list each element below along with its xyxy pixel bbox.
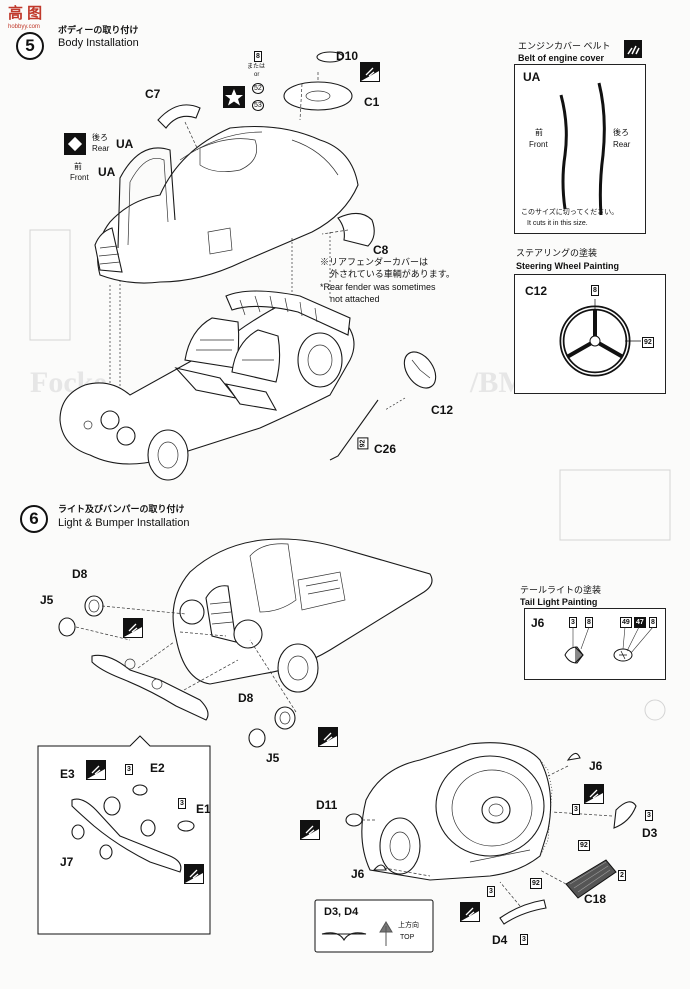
part-label-d11: D11: [316, 798, 338, 812]
watermark-sub: hobbyy.com: [8, 24, 40, 30]
cement-icon-d11: [300, 820, 320, 840]
cement-icon-d3: [584, 784, 604, 804]
belt-cut-jp: このサイズに切ってください。: [521, 209, 619, 216]
glue-diamond-icon: [64, 133, 86, 155]
part-label-j5-right: J5: [266, 751, 280, 765]
cement-icon-light: [318, 727, 338, 747]
rear-fender-note-en-1: *Rear fender was sometimes: [320, 282, 436, 292]
belt-cut-en: It cuts it in this size.: [527, 220, 588, 227]
tail-light-panel: J6 3 8 49 47 8: [524, 608, 666, 680]
part-label-e2: E2: [150, 761, 165, 775]
paint-92-rear: 92: [578, 840, 590, 851]
cement-icon-d4: [460, 902, 480, 922]
rear-label-jp: 後ろ: [92, 133, 108, 142]
part-label-c1: C1: [364, 95, 380, 109]
part-label-d3: D3: [642, 826, 658, 840]
step5-title-jp: ボディーの取り付け: [58, 25, 139, 35]
part-label-j6-top: J6: [589, 759, 603, 773]
direction-up-jp: 上方向: [398, 922, 419, 929]
part-label-d8-right: D8: [238, 691, 254, 705]
tail-paint-49: 49: [620, 617, 632, 628]
rear-fender-note-jp-1: ※リアフェンダーカバーは: [320, 257, 429, 267]
rear-fender-note-en-2: not attached: [330, 294, 380, 304]
paint-92-bumper: 92: [530, 878, 542, 889]
paint-code-53: 53: [252, 100, 264, 111]
paint-3-d4: 3: [520, 934, 528, 945]
tail-light-part: J6: [531, 616, 545, 630]
steering-part: C12: [525, 284, 548, 298]
step6-number: 6: [20, 505, 48, 533]
cement-icon-c1: [360, 62, 380, 82]
rear-label-en: Rear: [92, 144, 110, 153]
part-label-ua-rear: UA: [116, 137, 134, 151]
part-label-j7: J7: [60, 855, 74, 869]
part-label-c26: C26: [374, 442, 397, 456]
paint-code-52: 52: [252, 83, 264, 94]
cement-icon-inset: [184, 864, 204, 884]
belt-front-en: Front: [529, 140, 548, 149]
part-label-j6-bottom: J6: [351, 867, 365, 881]
part-label-d10: D10: [336, 49, 359, 63]
steering-paint-8: 8: [591, 285, 599, 296]
paint-brush-icon: [624, 40, 642, 58]
steering-wheel-drawing: [559, 299, 641, 377]
part-label-c8: C8: [373, 243, 389, 257]
front-label-en: Front: [70, 173, 89, 182]
paint-3-e3: 3: [125, 764, 133, 775]
rear-fender-note-jp-2: 外されている車輌があります。: [330, 269, 455, 279]
part-label-c12: C12: [431, 403, 454, 417]
belt-front-jp: 前: [535, 128, 543, 137]
or-label-en: or: [254, 72, 260, 78]
part-label-e3: E3: [60, 767, 75, 781]
engine-belt-title-en: Belt of engine cover: [518, 53, 605, 63]
part-label-c18: C18: [584, 892, 607, 906]
steering-panel: C12 8 92: [514, 274, 666, 394]
paint-3-d3: 3: [645, 810, 653, 821]
or-label-jp: または: [247, 64, 266, 70]
paint-3-lower: 3: [487, 886, 495, 897]
steering-title-en: Steering Wheel Painting: [516, 261, 620, 271]
tail-paint-47: 47: [634, 617, 646, 628]
belt-rear-jp: 後ろ: [613, 128, 629, 137]
engine-belt-part: UA: [523, 70, 541, 84]
part-label-ua-front: UA: [98, 165, 116, 179]
watermark: 高 图: [8, 5, 43, 22]
paint-3-e1: 3: [178, 798, 186, 809]
direction-parts: D3, D4: [324, 906, 359, 918]
cement-icon-e3: [86, 760, 106, 780]
step6-title-jp: ライト及びバンパーの取り付け: [58, 504, 185, 514]
tail-light-drawing: [564, 626, 654, 664]
step6-title-en: Light & Bumper Installation: [58, 517, 190, 529]
steering-title-jp: ステアリングの塗装: [516, 248, 598, 258]
step5-title-en: Body Installation: [58, 37, 139, 49]
part-label-j5-left: J5: [40, 593, 54, 607]
direction-up-en: TOP: [400, 934, 415, 941]
cement-icon-bumper: [123, 618, 143, 638]
part-label-d4: D4: [492, 933, 508, 947]
tail-light-title-en: Tail Light Painting: [520, 597, 598, 607]
tail-light-title-jp: テールライトの塗装: [520, 585, 602, 595]
part-label-e1: E1: [196, 802, 211, 816]
engine-belt-panel: UA 前 Front 後ろ Rear このサイズに切ってください。 It cut…: [514, 64, 646, 234]
engine-belt-title-jp: エンジンカバー ベルト: [518, 41, 611, 51]
paint-3-d11-area: 3: [572, 804, 580, 815]
step5-number: 5: [16, 32, 44, 60]
paint-code-8: 8: [254, 51, 262, 62]
belt-rear-en: Rear: [613, 140, 631, 149]
star-icon: [223, 86, 245, 108]
belt-strips: [559, 82, 606, 216]
steering-paint-92: 92: [642, 337, 654, 348]
part-label-c7: C7: [145, 87, 161, 101]
paint-2-plate: 2: [618, 870, 626, 881]
front-label-jp: 前: [74, 162, 82, 171]
part-label-d8-left: D8: [72, 567, 88, 581]
